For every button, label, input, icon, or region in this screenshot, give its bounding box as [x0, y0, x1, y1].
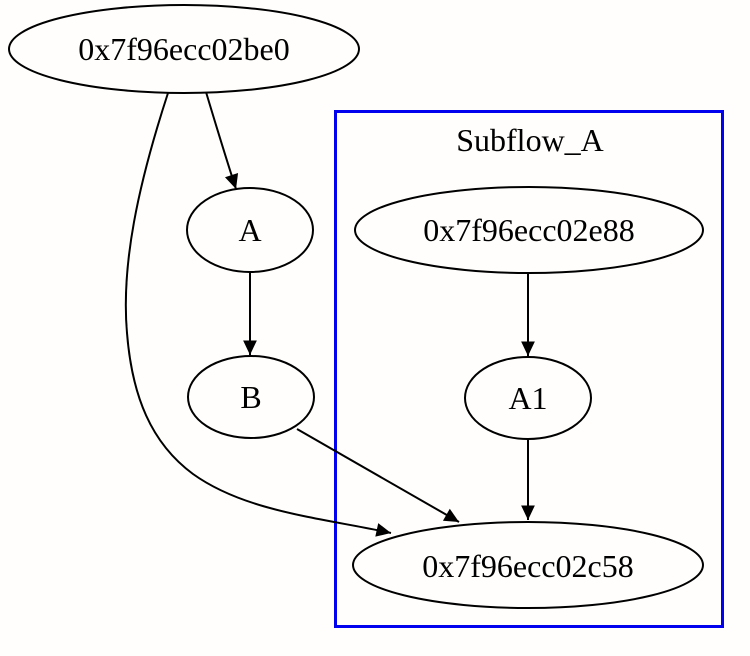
node-a1: A1 — [464, 356, 592, 440]
node-a1-shape — [464, 356, 592, 440]
edge-be0-to-c58 — [124, 92, 392, 537]
node-0x7f96ecc02be0-shape — [8, 4, 360, 94]
edge-b-to-c58 — [296, 428, 460, 523]
edge-layer — [124, 91, 535, 537]
node-0x7f96ecc02c58-shape — [352, 521, 704, 609]
node-0x7f96ecc02be0: 0x7f96ecc02be0 — [8, 4, 360, 94]
node-b-shape — [187, 355, 315, 439]
node-b-label: B — [240, 379, 261, 415]
node-a-label: A — [238, 212, 261, 248]
node-b: B — [187, 355, 315, 439]
node-0x7f96ecc02e88-shape — [354, 186, 704, 274]
node-a1-label: A1 — [508, 380, 547, 416]
node-0x7f96ecc02be0-label: 0x7f96ecc02be0 — [78, 31, 289, 67]
node-0x7f96ecc02c58: 0x7f96ecc02c58 — [352, 521, 704, 609]
node-a-shape — [186, 187, 314, 273]
node-a: A — [186, 187, 314, 273]
cluster-subflow-a-border — [334, 110, 724, 628]
node-0x7f96ecc02e88-label: 0x7f96ecc02e88 — [423, 212, 634, 248]
node-0x7f96ecc02e88: 0x7f96ecc02e88 — [354, 186, 704, 274]
node-0x7f96ecc02c58-label: 0x7f96ecc02c58 — [422, 548, 633, 584]
cluster-subflow-a-label: Subflow_A — [456, 122, 604, 158]
edge-be0-to-a — [205, 91, 239, 190]
cluster-subflow-a: Subflow_A — [334, 110, 724, 628]
